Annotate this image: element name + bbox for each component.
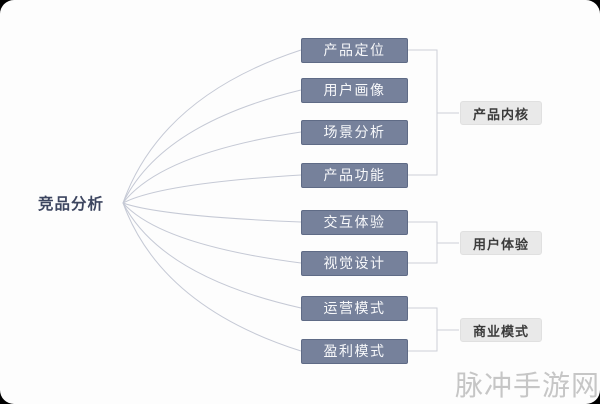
curve-connector [122,131,302,204]
branch-node: 产品定位 [301,37,408,63]
watermark-text: 脉冲手游网 [454,370,600,402]
group-bracket [408,307,438,352]
branch-node: 用户画像 [301,77,408,103]
curve-connector [122,202,302,352]
curve-connector [122,202,302,223]
group-label: 商业模式 [460,318,543,342]
branch-node: 交互体验 [301,209,408,235]
group-bracket [408,221,438,264]
group-bracket [408,49,438,176]
group-label: 产品内核 [460,101,543,125]
curve-connector [122,202,302,309]
curve-connector [122,49,302,204]
curve-connector [122,202,302,264]
branch-node: 产品功能 [301,162,408,188]
group-label: 用户体验 [460,231,543,255]
curve-connector [122,174,302,204]
branch-node: 视觉设计 [301,250,408,276]
curve-connector [122,89,302,204]
branch-node: 运营模式 [301,295,408,321]
branch-node: 盈利模式 [301,338,408,364]
root-node-label: 竞品分析 [37,196,105,213]
branch-node: 场景分析 [301,119,408,145]
